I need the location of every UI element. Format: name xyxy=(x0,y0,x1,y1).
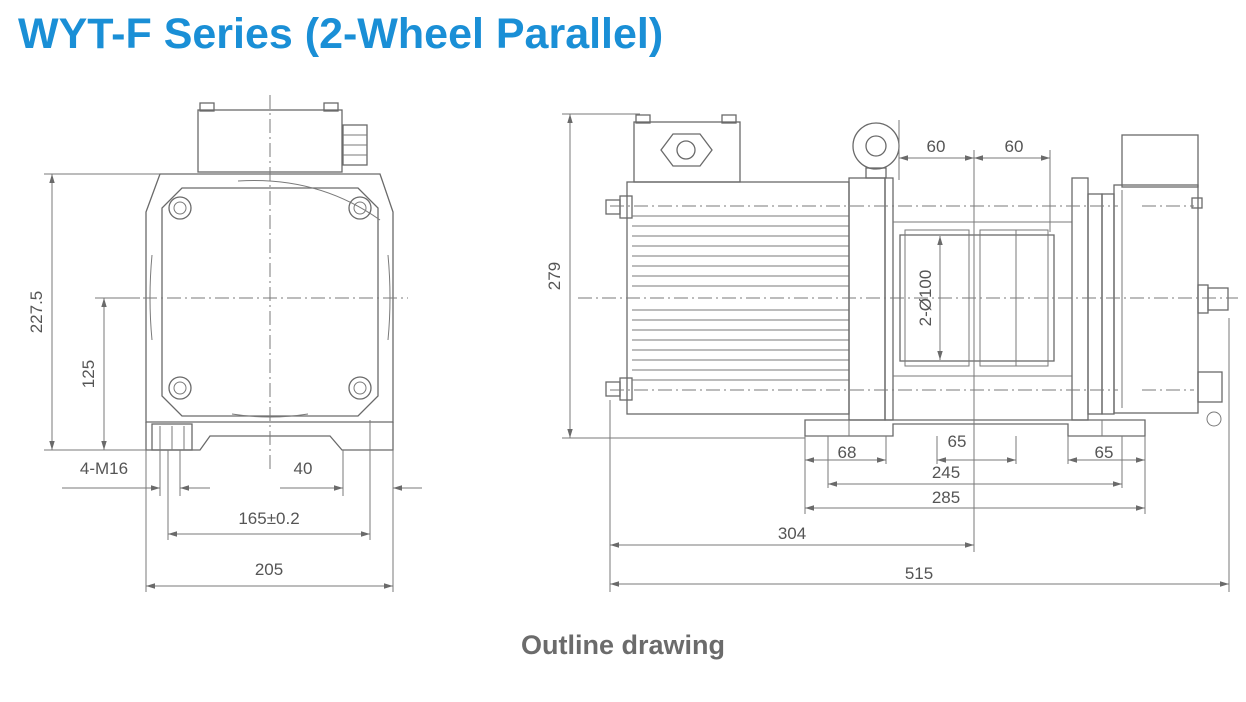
bolt-icon xyxy=(168,196,372,400)
dim-span-285: 285 xyxy=(932,488,960,507)
dim-center: 65 xyxy=(948,432,967,451)
dim-304: 304 xyxy=(778,524,806,543)
dim-height: 279 xyxy=(545,262,564,290)
figure-caption: Outline drawing xyxy=(520,630,725,660)
side-view: 279 60 60 2-Ø100 68 65 65 245 285 304 51… xyxy=(545,113,1238,592)
front-view: 227.5 125 4-M16 40 165±0.2 205 xyxy=(27,95,422,592)
dim-wheel: 2-Ø100 xyxy=(916,270,935,327)
dim-foot-left: 68 xyxy=(838,443,857,462)
dim-bolts: 4-M16 xyxy=(80,459,128,478)
dim-pitch-a: 60 xyxy=(927,137,946,156)
dim-span-245: 245 xyxy=(932,463,960,482)
cooling-fins xyxy=(632,225,849,371)
lifting-eye-icon xyxy=(852,122,900,179)
page-title: WYT-F Series (2-Wheel Parallel) xyxy=(18,10,664,58)
dim-hole-span: 165±0.2 xyxy=(238,509,299,528)
bolt-icon xyxy=(605,199,621,397)
dim-515: 515 xyxy=(905,564,933,583)
dim-foot-right: 65 xyxy=(1095,443,1114,462)
dim-foot: 40 xyxy=(294,459,313,478)
dim-height-total: 227.5 xyxy=(27,291,46,334)
dim-pitch-b: 60 xyxy=(1005,137,1024,156)
dim-shaft-height: 125 xyxy=(79,360,98,388)
dim-width: 205 xyxy=(255,560,283,579)
